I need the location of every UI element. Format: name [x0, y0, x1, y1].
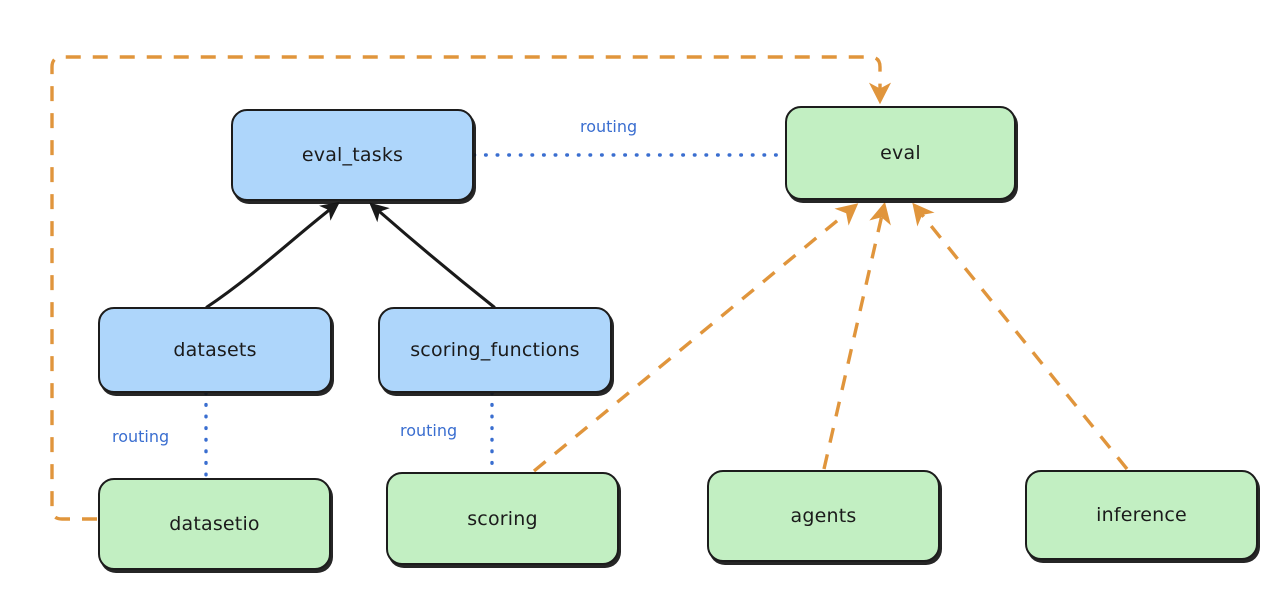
node-label-agents: agents	[790, 505, 857, 527]
edge-label-routing-scoring-functions-scoring: routing	[398, 421, 460, 440]
edge-datasetio-to-eval	[50, 55, 892, 521]
node-datasets[interactable]: datasets	[98, 307, 332, 393]
edge-inference-to-eval	[912, 202, 1129, 471]
node-eval[interactable]: eval	[785, 106, 1016, 200]
node-datasetio[interactable]: datasetio	[98, 478, 331, 570]
edge-datasets-to-eval-tasks	[205, 201, 340, 309]
node-label-datasets: datasets	[173, 339, 257, 361]
edge-label-routing-eval-tasks-eval: routing	[578, 117, 640, 136]
node-label-eval: eval	[880, 142, 921, 164]
edge-scoring-functions-to-eval-tasks	[369, 202, 496, 309]
edge-label-routing-datasets-datasetio: routing	[110, 427, 172, 446]
node-label-inference: inference	[1096, 504, 1187, 526]
node-scoring[interactable]: scoring	[386, 472, 619, 565]
node-label-datasetio: datasetio	[169, 513, 260, 535]
edge-agents-to-eval	[822, 201, 891, 470]
node-scoring-functions[interactable]: scoring_functions	[378, 307, 612, 393]
node-label-eval-tasks: eval_tasks	[301, 144, 404, 166]
node-label-scoring-functions: scoring_functions	[410, 339, 580, 361]
node-label-scoring: scoring	[467, 507, 538, 530]
node-inference[interactable]: inference	[1025, 470, 1258, 560]
node-agents[interactable]: agents	[707, 470, 940, 562]
node-eval-tasks[interactable]: eval_tasks	[231, 109, 474, 201]
